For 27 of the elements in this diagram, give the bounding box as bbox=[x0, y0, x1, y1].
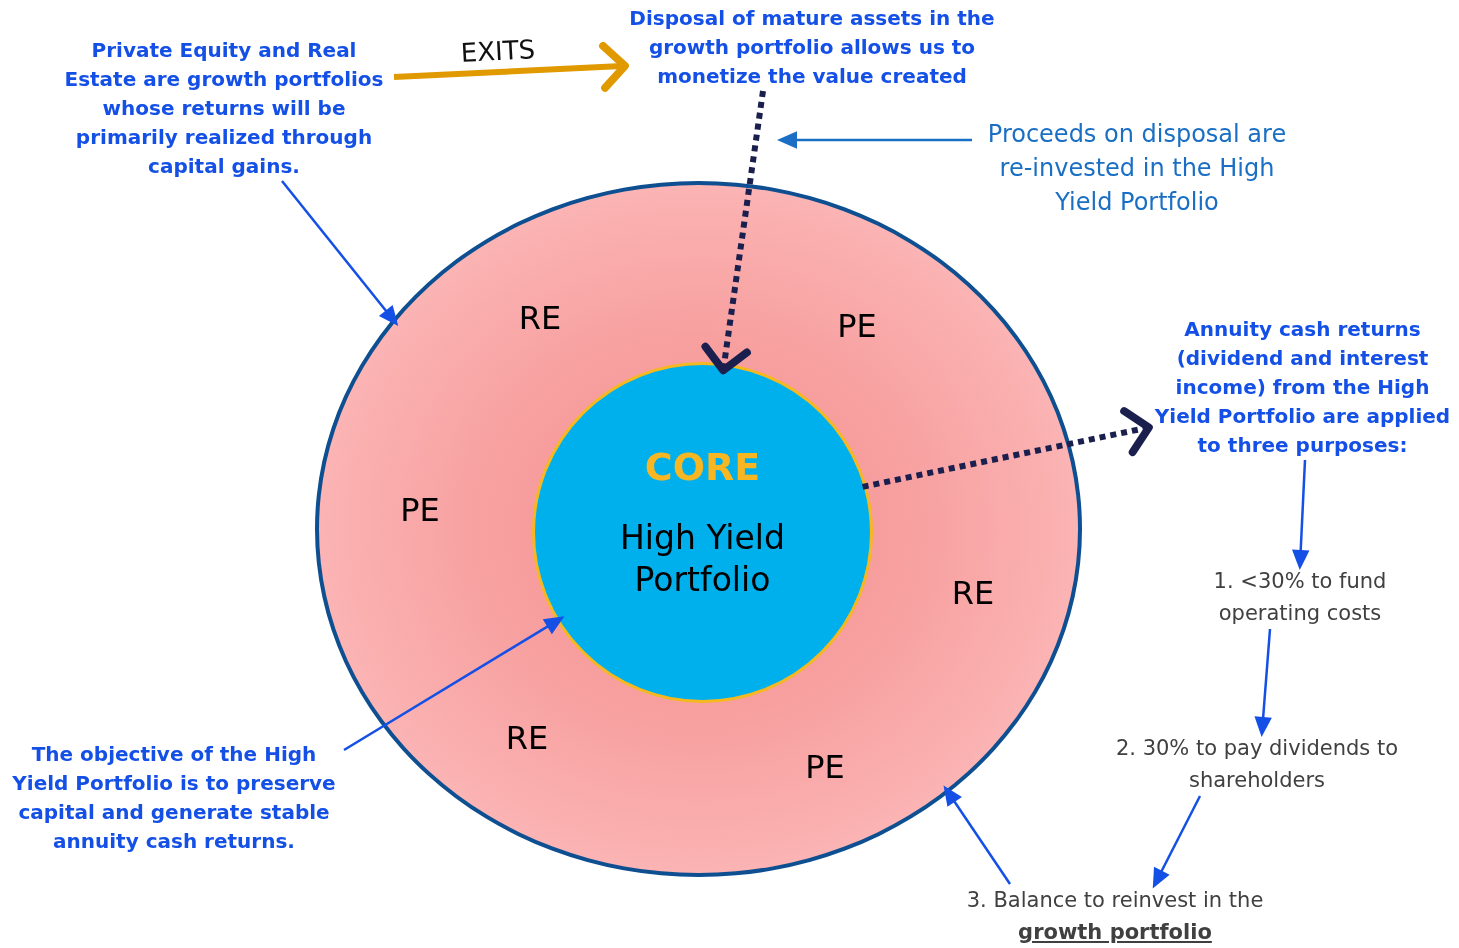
arrow bbox=[701, 90, 766, 375]
arrow bbox=[393, 42, 629, 92]
step-text: 2. 30% to pay dividends to shareholders bbox=[1107, 732, 1407, 796]
annotation-text: Proceeds on disposal are re-invested in the High Yield Portfolio bbox=[972, 117, 1302, 219]
core-label: High Yield Portfolio bbox=[619, 516, 786, 601]
arrow bbox=[943, 785, 1012, 885]
arrow bbox=[862, 407, 1153, 490]
arrow bbox=[343, 616, 565, 752]
annotation-text: Annuity cash returns (dividend and interest income) from the High Yield Portfolio are applied to three purposes: bbox=[1146, 315, 1459, 460]
annotation-text: The objective of the High Yield Portfolio is to preserve capital and generate stable annuity cash returns. bbox=[4, 740, 344, 856]
annotation-text: Private Equity and Real Estate are growth portfolios whose returns will be primarily realized through capital gains. bbox=[54, 36, 394, 181]
segment-label: RE bbox=[950, 573, 996, 614]
segment-label: RE bbox=[504, 718, 550, 759]
edge-label: EXITS bbox=[459, 33, 537, 70]
segment-label: PE bbox=[804, 747, 846, 788]
arrow bbox=[1254, 628, 1272, 737]
segment-label: PE bbox=[836, 306, 878, 347]
arrow bbox=[281, 180, 399, 327]
step-text: 1. <30% to fund operating costs bbox=[1160, 565, 1440, 629]
arrow bbox=[1291, 459, 1310, 570]
segment-label: PE bbox=[399, 490, 441, 531]
step-text: 3. Balance to reinvest in the growth portfolio bbox=[950, 884, 1280, 948]
arrow bbox=[777, 131, 972, 149]
core-heading: CORE bbox=[644, 444, 761, 489]
segment-label: RE bbox=[517, 298, 563, 339]
arrow bbox=[1152, 795, 1202, 889]
annotation-text: Disposal of mature assets in the growth portfolio allows us to monetize the value created bbox=[622, 4, 1002, 91]
